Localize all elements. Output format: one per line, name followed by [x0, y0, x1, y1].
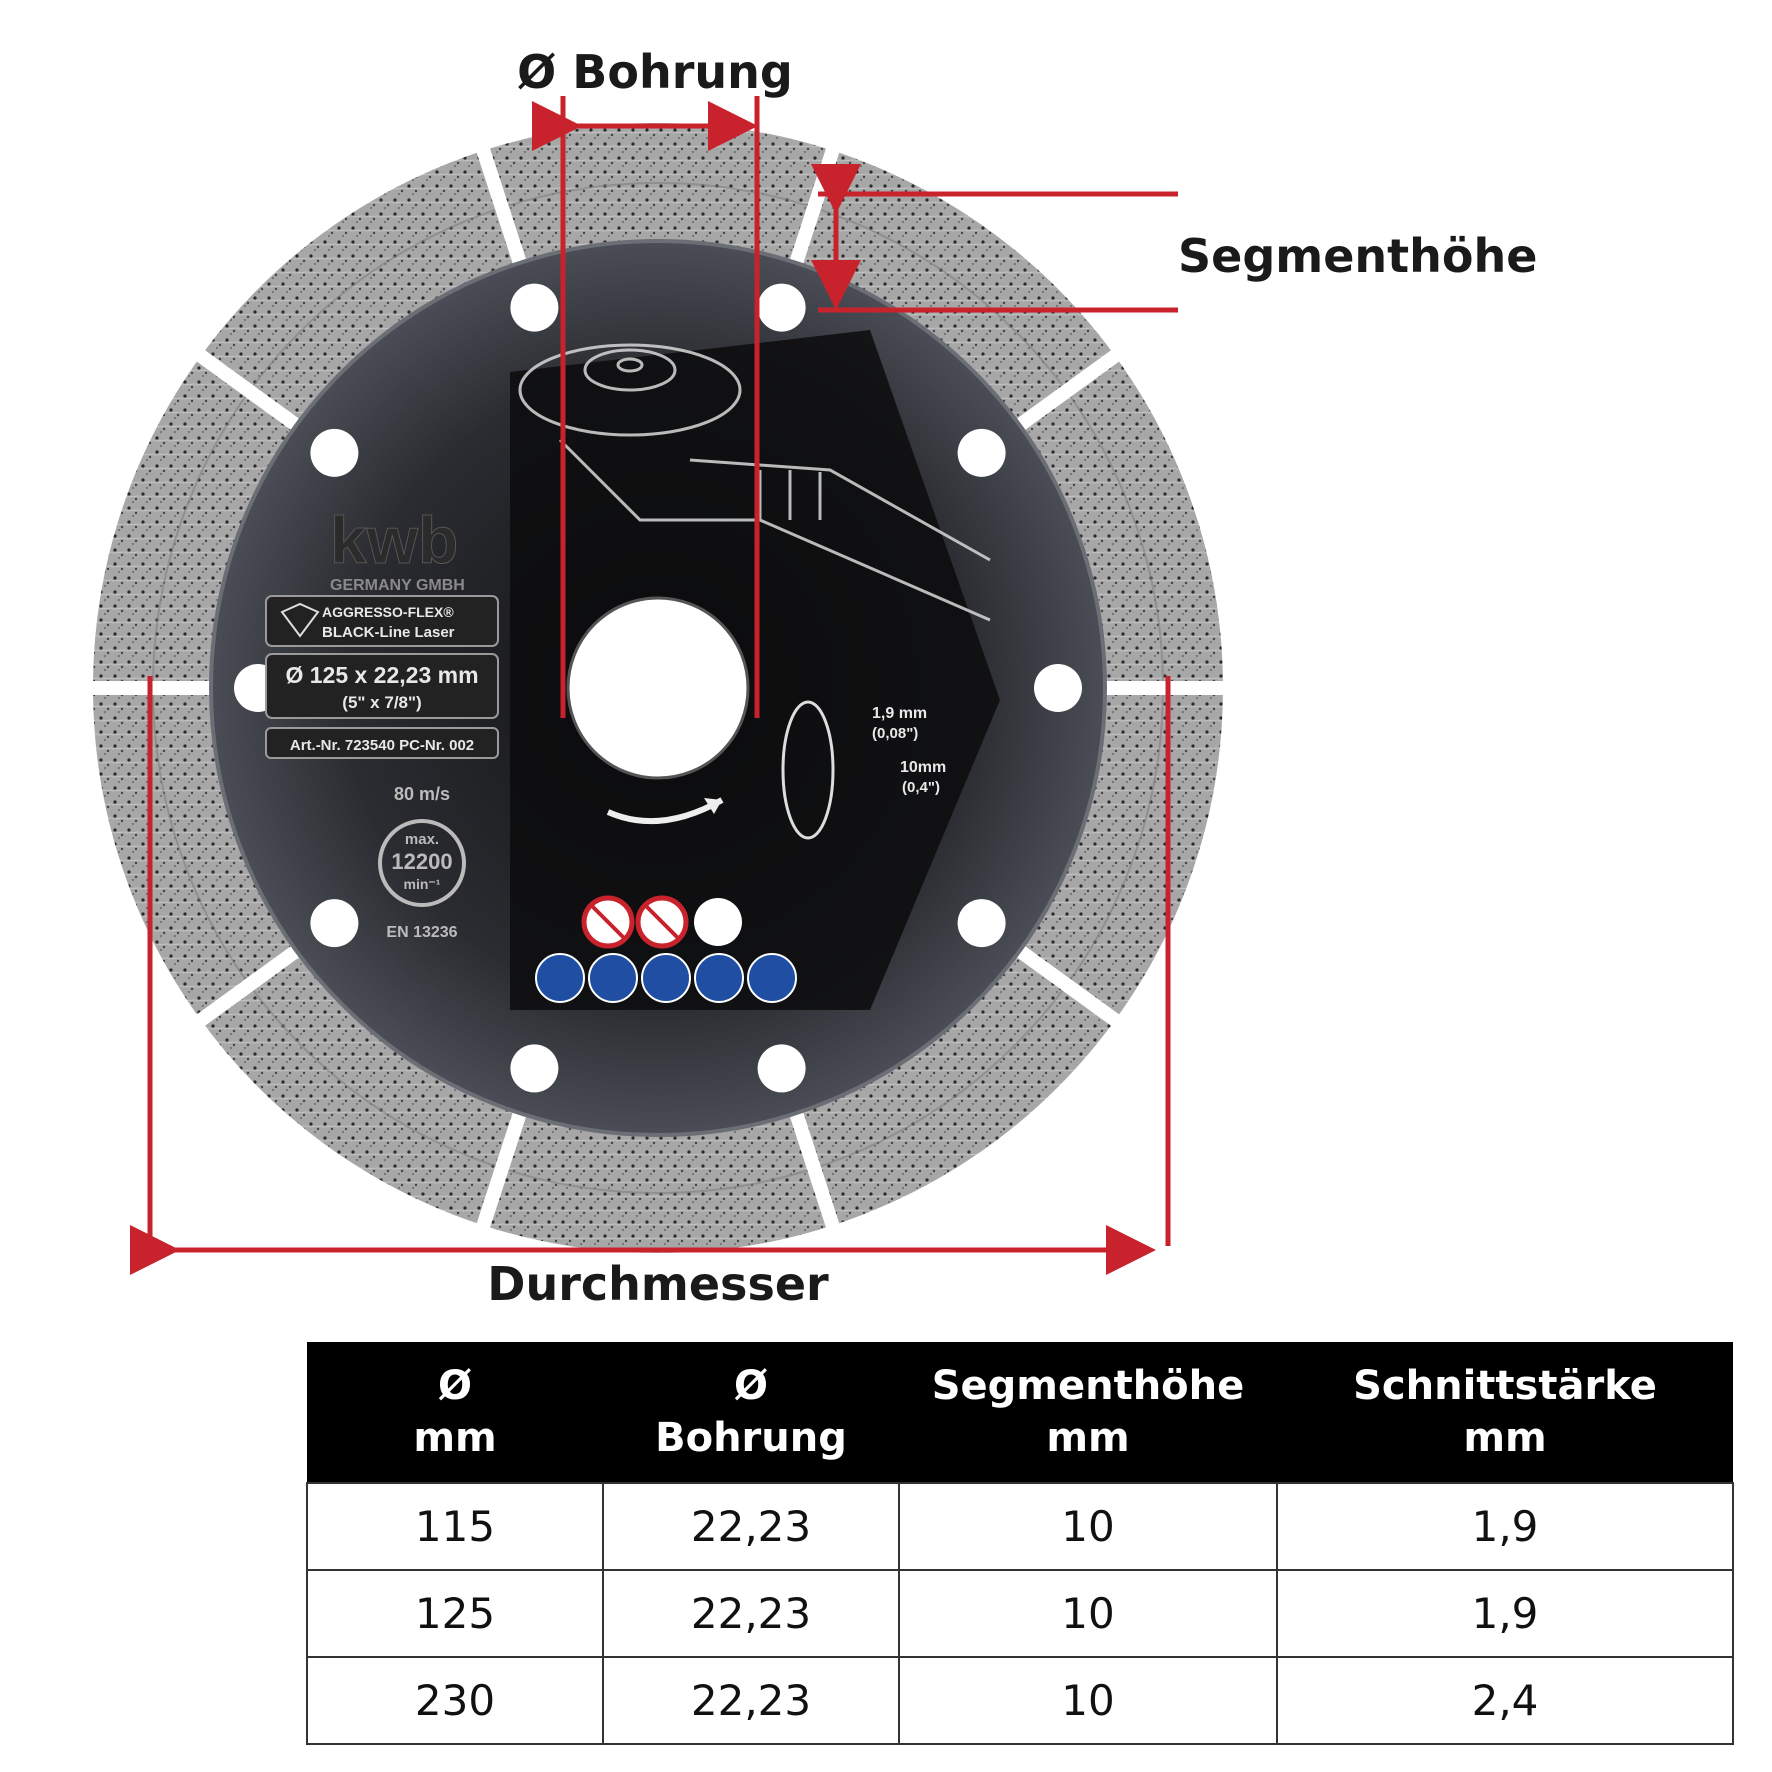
cell-cut-width: 2,4: [1276, 1656, 1734, 1745]
blade-diagram: kwb GERMANY GMBH AGGRESSO-FLEX® BLACK-Li…: [93, 45, 1538, 1310]
safety-icons: [535, 895, 797, 1003]
table-row: 230 22,23 10 2,4: [306, 1656, 1734, 1745]
product-line-1: AGGRESSO-FLEX®: [322, 604, 454, 620]
svg-text:max.: max.: [405, 831, 439, 848]
cell-segment-height: 10: [898, 1482, 1278, 1571]
cell-diameter: 125: [306, 1569, 604, 1658]
blade-labels: kwb GERMANY GMBH AGGRESSO-FLEX® BLACK-Li…: [265, 503, 946, 941]
size-metric: Ø 125 x 22,23 mm: [285, 662, 478, 688]
dimension-lines: [130, 96, 1178, 1275]
cooling-hole: [510, 283, 559, 332]
mask-icon: [694, 953, 744, 1003]
gloves-icon: [641, 953, 691, 1003]
brand-sub: GERMANY GMBH: [330, 577, 465, 594]
grinder-illustration: [518, 343, 991, 622]
cooling-hole: [757, 1044, 806, 1093]
cooling-hole: [957, 899, 1006, 948]
svg-text:(0,4"): (0,4"): [902, 779, 940, 796]
svg-text:(0,08"): (0,08"): [872, 725, 918, 742]
diameter-label: Durchmesser: [487, 1257, 829, 1310]
table-row: 115 22,23 10 1,9: [306, 1482, 1734, 1571]
cell-diameter: 115: [306, 1482, 604, 1571]
rotation-arrow-icon: [606, 797, 724, 825]
cell-diameter: 230: [306, 1656, 604, 1745]
cell-cut-width: 1,9: [1276, 1482, 1734, 1571]
rpm-badge: [378, 819, 466, 907]
cooling-hole: [957, 428, 1006, 477]
cell-bore: 22,23: [602, 1656, 900, 1745]
bore-label: Ø Bohrung: [517, 45, 793, 99]
cell-bore: 22,23: [602, 1569, 900, 1658]
cell-cut-width: 1,9: [1276, 1569, 1734, 1658]
norm-label: EN 13236: [386, 924, 457, 941]
cooling-hole: [1034, 664, 1082, 712]
read-manual-icon: [747, 953, 797, 1003]
brand-logo: kwb: [330, 503, 458, 577]
center-bore: [566, 596, 750, 780]
cell-bore: 22,23: [602, 1482, 900, 1571]
blade-side-icon: [781, 700, 835, 840]
seg-height-label: 10mm: [900, 759, 946, 776]
ear-protection-icon: [535, 953, 585, 1003]
diamond-icon: [280, 602, 320, 638]
svg-text:min⁻¹: min⁻¹: [404, 876, 441, 892]
article-number: Art.-Nr. 723540 PC-Nr. 002: [290, 737, 474, 754]
speed-rating: 80 m/s: [394, 784, 450, 804]
cooling-hole: [510, 1044, 559, 1093]
cooling-hole: [310, 899, 359, 948]
rpm-value: 12200: [391, 849, 452, 874]
product-line-2: BLACK-Line Laser: [322, 624, 455, 641]
size-imperial: (5" x 7/8"): [342, 693, 421, 712]
cell-segment-height: 10: [898, 1656, 1278, 1745]
grinder-use-icon: [694, 898, 742, 946]
cooling-hole: [310, 428, 359, 477]
eye-protection-icon: [588, 953, 638, 1003]
cut-width-label: 1,9 mm: [872, 705, 927, 722]
table-row: 125 22,23 10 1,9: [306, 1569, 1734, 1658]
cell-segment-height: 10: [898, 1569, 1278, 1658]
cooling-hole: [757, 283, 806, 332]
segment-height-label: Segmenthöhe: [1178, 229, 1537, 283]
